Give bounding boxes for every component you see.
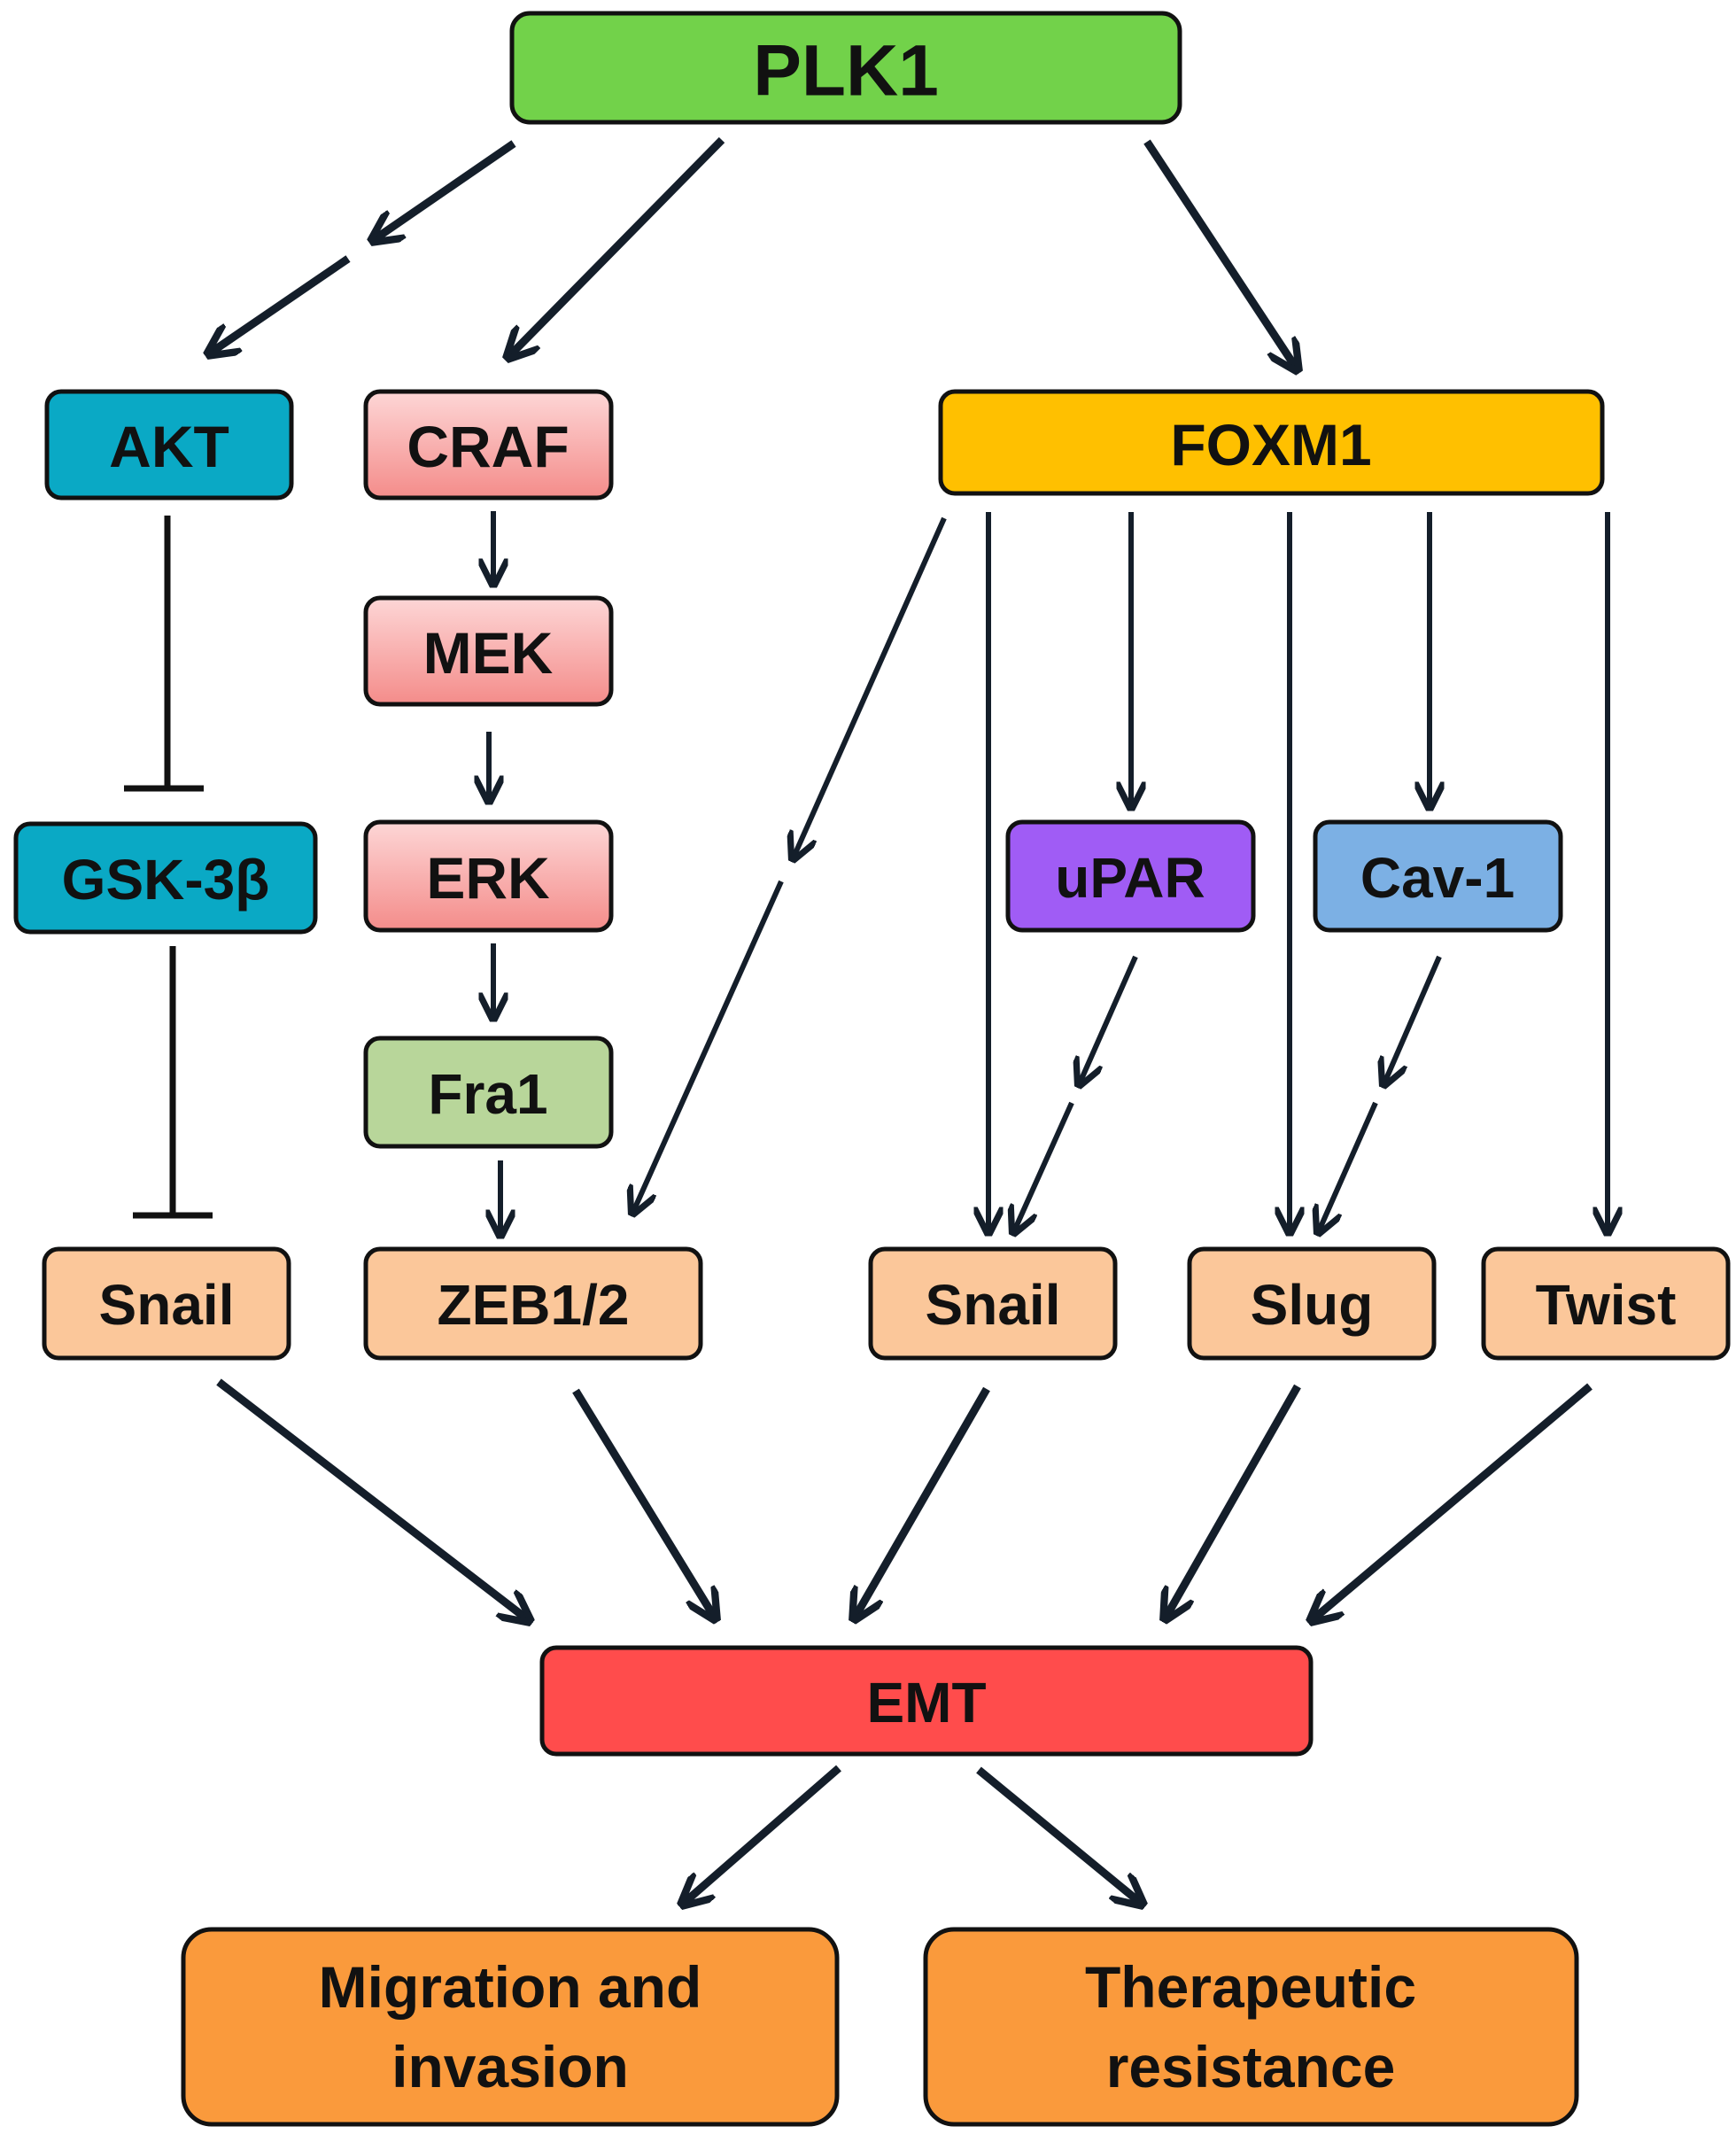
node-mek-label: MEK	[423, 620, 554, 686]
edge-gsk3b-inhibits-snail	[133, 946, 213, 1219]
node-resistance-box	[923, 1927, 1579, 2127]
edge-foxm1-zeb12	[632, 516, 947, 1214]
node-snail-left-box	[42, 1246, 291, 1361]
node-resistance-label-line1: Therapeutic	[1085, 1954, 1416, 2020]
node-emt: EMT	[539, 1645, 1314, 1757]
node-zeb12: ZEB1/2	[363, 1246, 703, 1361]
node-migration-box	[181, 1927, 840, 2127]
node-cav1: Cav-1	[1313, 819, 1563, 933]
node-foxm1-label: FOXM1	[1170, 412, 1371, 477]
node-zeb12-label: ZEB1/2	[438, 1273, 630, 1337]
node-fra1: Fra1	[363, 1036, 614, 1149]
node-plk1-label: PLK1	[753, 31, 939, 112]
nodes: PLK1 AKT CRAF FOXM1 MEK GSK-3β ERK	[13, 11, 1731, 2127]
node-twist: Twist	[1481, 1246, 1731, 1361]
edge-upar-snail	[1013, 955, 1138, 1233]
node-craf: CRAF	[363, 389, 614, 501]
node-twist-label: Twist	[1536, 1273, 1677, 1337]
node-craf-box	[363, 389, 614, 501]
node-plk1: PLK1	[509, 11, 1182, 125]
node-erk: ERK	[363, 819, 614, 933]
node-mek-box	[363, 595, 614, 707]
node-akt-label: AKT	[109, 414, 229, 479]
node-erk-label: ERK	[426, 845, 550, 911]
node-foxm1-box	[938, 389, 1605, 496]
edge-akt-inhibits-gsk3b	[124, 516, 204, 792]
edge-cav1-slug	[1318, 955, 1442, 1233]
node-fra1-label: Fra1	[428, 1062, 547, 1126]
edge-zeb12-emt	[572, 1388, 716, 1619]
node-twist-box	[1481, 1246, 1731, 1361]
node-cav1-box	[1313, 819, 1563, 933]
node-foxm1: FOXM1	[938, 389, 1605, 496]
node-snail-left-label: Snail	[99, 1273, 235, 1337]
node-slug-box	[1187, 1246, 1437, 1361]
node-zeb12-box	[363, 1246, 703, 1361]
node-erk-box	[363, 819, 614, 933]
node-akt-box	[44, 389, 294, 501]
node-slug-label: Slug	[1251, 1273, 1374, 1337]
edge-plk1-craf	[508, 136, 725, 358]
edge-plk1-foxm1	[1143, 139, 1298, 370]
node-snail-right: Snail	[868, 1246, 1118, 1361]
edge-slug-emt	[1165, 1384, 1301, 1619]
node-akt: AKT	[44, 389, 294, 501]
node-gsk3b-label: GSK-3β	[62, 848, 270, 912]
node-mek: MEK	[363, 595, 614, 707]
node-snail-right-label: Snail	[926, 1273, 1061, 1337]
node-snail-right-box	[868, 1246, 1118, 1361]
node-snail-left: Snail	[42, 1246, 291, 1361]
node-migration-label-line2: invasion	[391, 2034, 629, 2099]
node-emt-box	[539, 1645, 1314, 1757]
edge-snail-emt	[216, 1378, 530, 1621]
node-cav1-label: Cav-1	[1360, 846, 1515, 910]
node-gsk3b-box	[13, 821, 318, 935]
node-slug: Slug	[1187, 1246, 1437, 1361]
node-resistance-label-line2: resistance	[1106, 2034, 1396, 2099]
node-upar-box	[1005, 819, 1256, 933]
node-migration: Migration and invasion	[181, 1927, 840, 2127]
node-migration-label-line1: Migration and	[319, 1954, 702, 2020]
node-plk1-box	[509, 11, 1182, 125]
edge-plk1-akt	[208, 140, 516, 354]
node-emt-label: EMT	[866, 1671, 986, 1734]
edge-snail-right-emt	[854, 1386, 990, 1619]
edges	[124, 136, 1608, 1905]
edge-emt-resistance	[976, 1766, 1143, 1905]
node-craf-label: CRAF	[407, 414, 569, 479]
node-upar: uPAR	[1005, 819, 1256, 933]
edge-emt-migration	[682, 1765, 841, 1905]
node-upar-label: uPAR	[1055, 846, 1205, 910]
node-gsk3b: GSK-3β	[13, 821, 318, 935]
node-resistance: Therapeutic resistance	[923, 1927, 1579, 2127]
node-fra1-box	[363, 1036, 614, 1149]
edge-twist-emt	[1311, 1383, 1593, 1621]
